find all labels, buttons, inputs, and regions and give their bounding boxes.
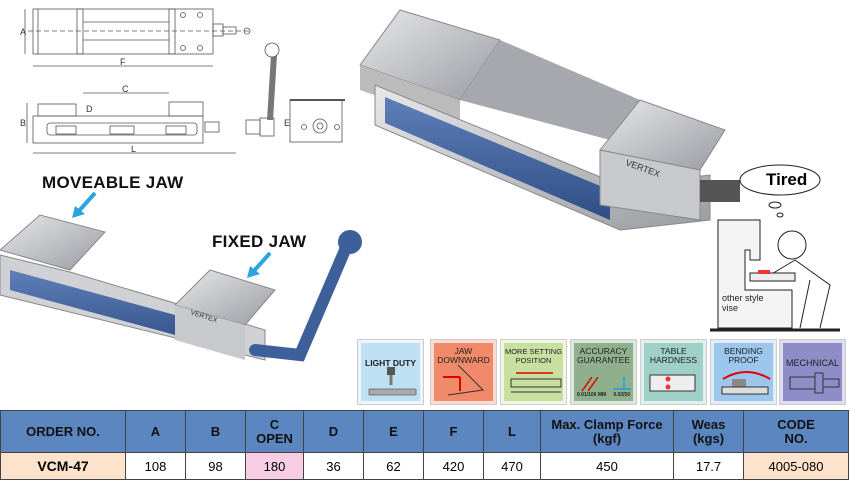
cell-a: 108: [125, 452, 186, 480]
cell-l: 470: [483, 452, 541, 480]
cell-code-no: 4005-080: [743, 452, 849, 480]
col-l: L: [483, 410, 541, 453]
col-e: E: [363, 410, 424, 453]
dim-e: E: [284, 118, 290, 128]
table-header-row: ORDER NO. A B C OPEN D E F L Max. Clamp …: [0, 410, 849, 453]
dim-a: A: [20, 27, 26, 37]
feature-light-duty: LIGHT DUTY: [358, 340, 423, 404]
feature-label: TABLE HARDNESS: [649, 346, 698, 365]
feature-table-hardness: TABLE HARDNESS: [641, 340, 706, 404]
cell-e: 62: [363, 452, 424, 480]
cell-b: 98: [185, 452, 246, 480]
feature-label: LIGHT DUTY: [365, 358, 416, 368]
feature-accuracy-guarantee: ACCURACY GUARANTEE 0.01/100 MM 0.02/50: [571, 340, 636, 404]
cell-weight: 17.7: [673, 452, 744, 480]
mechanical-icon: [789, 372, 840, 394]
feature-label: ACCURACY GUARANTEE: [577, 346, 630, 365]
fixed-jaw-callout: FIXED JAW: [212, 232, 307, 251]
cell-d: 36: [303, 452, 364, 480]
table-row: VCM-47 108 98 180 36 62 420 470 450 17.7…: [0, 452, 849, 480]
milling-icon: [368, 367, 417, 396]
bending-proof-icon: [721, 371, 771, 395]
dim-d: D: [86, 104, 93, 114]
jaw-downward-icon: [443, 365, 485, 396]
accuracy-value-2: 0.02/50: [613, 392, 630, 398]
feature-label: MORE SETTING POSITION: [504, 347, 563, 365]
accuracy-value-1: 0.01/100 MM: [577, 392, 607, 398]
col-d: D: [303, 410, 364, 453]
dim-f: F: [120, 57, 126, 67]
accuracy-icon: [581, 377, 631, 392]
feature-jaw-downward: JAW DOWNWARD: [431, 340, 496, 404]
vise-photo-large: VERTEX: [359, 9, 740, 231]
setting-position-icon: [510, 372, 562, 393]
dim-c: C: [122, 84, 129, 94]
feature-more-setting-position: MORE SETTING POSITION: [501, 340, 566, 404]
col-max-clamp-force: Max. Clamp Force (kgf): [540, 410, 674, 453]
arrow-icon: [247, 251, 272, 278]
vise-photo-small: VERTEX: [0, 214, 362, 362]
feature-mechnical: MECHNICAL: [780, 340, 845, 404]
technical-drawing: A F C D B L E: [20, 8, 345, 154]
feature-label: JAW DOWNWARD: [437, 346, 490, 365]
tired-cartoon: [710, 164, 840, 332]
col-order-no: ORDER NO.: [0, 410, 126, 453]
moveable-jaw-callout: MOVEABLE JAW: [42, 173, 184, 192]
cell-max-clamp-force: 450: [540, 452, 674, 480]
arrow-icon: [72, 191, 97, 218]
col-c-open: C OPEN: [245, 410, 304, 453]
cartoon-caption: other style vise: [722, 293, 764, 313]
dim-l: L: [131, 144, 136, 154]
col-a: A: [125, 410, 186, 453]
table-hardness-icon: [649, 374, 696, 392]
feature-label: BENDING PROOF: [724, 346, 763, 365]
tired-bubble-text: Tired: [766, 170, 808, 189]
feature-bending-proof: BENDING PROOF: [711, 340, 776, 404]
cell-order-no: VCM-47: [0, 452, 126, 480]
col-b: B: [185, 410, 246, 453]
spec-table: ORDER NO. A B C OPEN D E F L Max. Clamp …: [0, 410, 849, 480]
feature-label: MECHNICAL: [785, 358, 839, 368]
col-code-no: CODE NO.: [743, 410, 849, 453]
col-weight: Weas (kgs): [673, 410, 744, 453]
dim-b: B: [20, 118, 26, 128]
col-f: F: [423, 410, 484, 453]
cell-f: 420: [423, 452, 484, 480]
cell-c-open: 180: [245, 452, 304, 480]
